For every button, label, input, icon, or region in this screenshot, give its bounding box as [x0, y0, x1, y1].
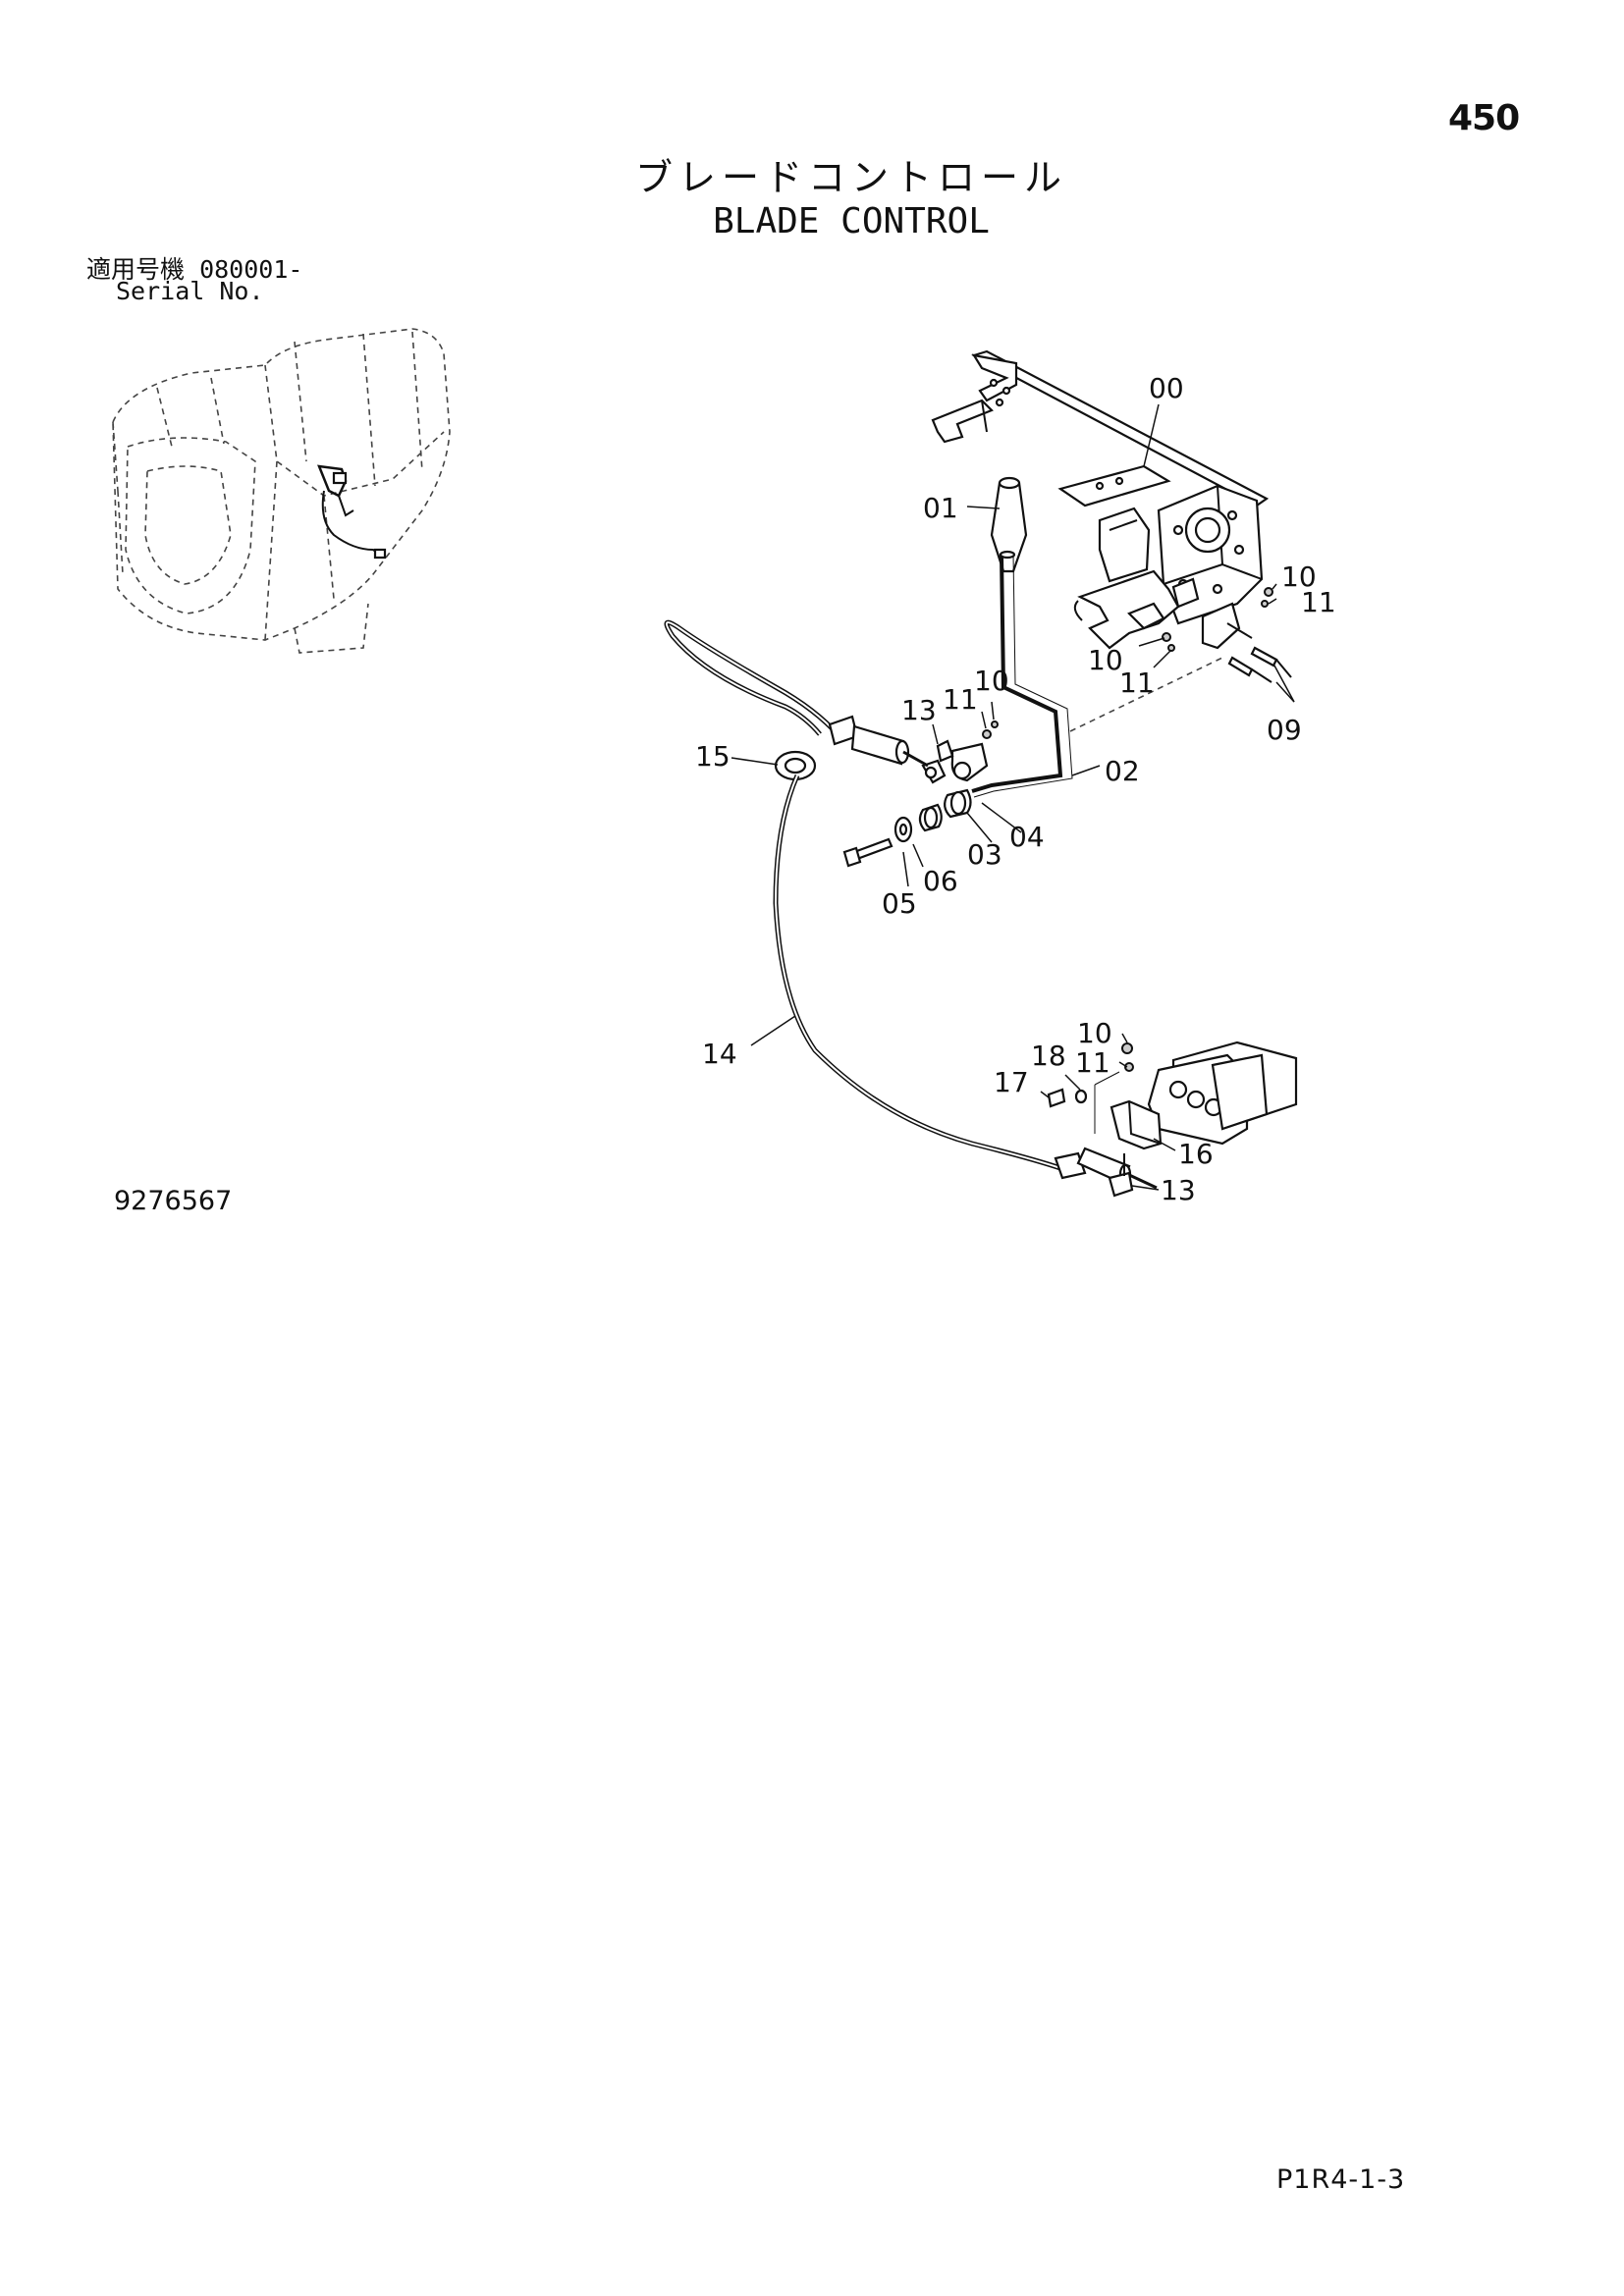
control-cable	[664, 619, 1158, 1190]
callout-16: 16	[1178, 1138, 1214, 1170]
callout-15: 15	[695, 740, 731, 773]
callout-11-upper-right: 11	[1301, 586, 1336, 618]
page-number: 450	[1448, 98, 1520, 138]
lever-rod-and-knob	[971, 476, 1223, 798]
hardware-bolts-nuts-upper	[1162, 587, 1292, 683]
drawing-number: 9276567	[114, 1186, 233, 1216]
callout-13-lower: 13	[1161, 1174, 1196, 1206]
applicable-label: 適用号機	[86, 255, 186, 284]
callout-10-lever: 10	[974, 665, 1009, 697]
callout-00: 00	[1149, 372, 1184, 404]
serial-value: 080001-	[199, 255, 303, 284]
locator-thumbnail	[112, 328, 451, 654]
serial-label-english: Serial No.	[116, 277, 264, 305]
lever-pivot-parts	[842, 721, 999, 868]
title-japanese: ブレードコントロール	[634, 156, 1067, 199]
callout-11-lower: 11	[1075, 1046, 1110, 1079]
callout-10-bracket: 10	[1088, 644, 1123, 676]
main-bracket-assembly	[931, 349, 1270, 650]
callout-labels: 00 01 10 11 10 11 09 13 11 10 02 15 04 0…	[695, 372, 1336, 1206]
serial-line-japanese: 適用号機 080001-	[86, 250, 302, 286]
callout-05: 05	[882, 887, 917, 920]
callout-01: 01	[923, 492, 958, 524]
callout-09: 09	[1267, 714, 1302, 746]
callout-17: 17	[994, 1066, 1029, 1098]
page-code: P1R4-1-3	[1276, 2164, 1406, 2195]
title-english: BLADE CONTROL	[713, 201, 990, 241]
lower-mount-and-valve	[1047, 1041, 1298, 1198]
callout-11-bracket: 11	[1119, 667, 1155, 699]
leader-lines	[731, 403, 1295, 1191]
callout-18: 18	[1031, 1040, 1066, 1072]
callout-14: 14	[702, 1038, 737, 1070]
callout-03: 03	[967, 838, 1002, 871]
callout-06: 06	[923, 865, 958, 897]
callout-13-upper: 13	[901, 694, 937, 726]
callout-11-lever: 11	[943, 683, 978, 716]
callout-04: 04	[1009, 821, 1045, 853]
callout-02: 02	[1105, 755, 1140, 787]
callout-10-lower: 10	[1077, 1017, 1112, 1049]
callout-10-upper-right: 10	[1281, 561, 1317, 593]
